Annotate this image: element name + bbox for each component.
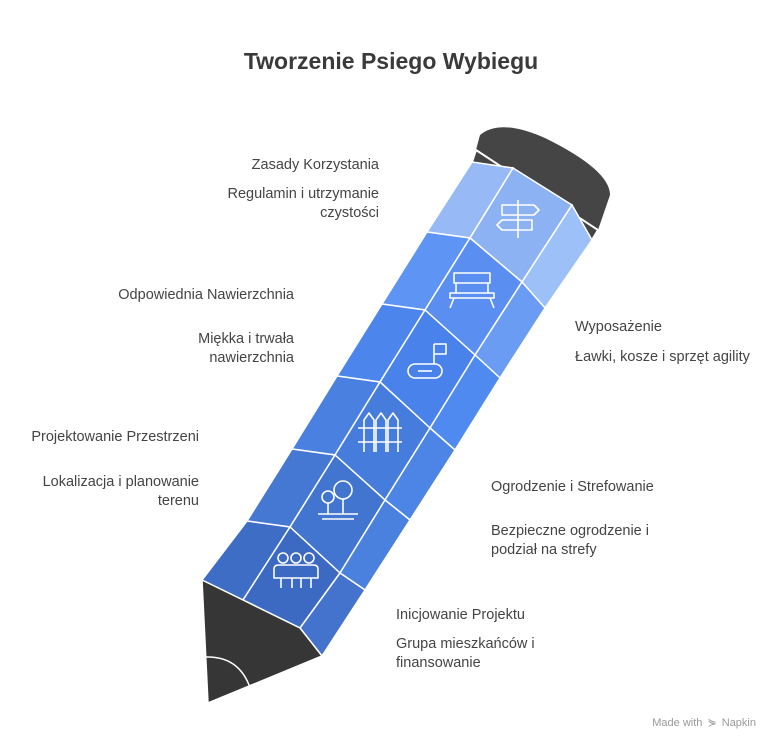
trees-icon (318, 480, 358, 520)
made-with-napkin-footer[interactable]: Made with ⋟ Napkin (652, 716, 756, 729)
fence-icon (358, 412, 402, 452)
footer-prefix: Made with (652, 717, 703, 729)
step-5-heading: Projektowanie Przestrzeni (31, 429, 199, 445)
pencil-eraser (476, 127, 610, 230)
people-group-icon (273, 552, 319, 588)
step-1-heading: Zasady Korzystania (251, 157, 379, 173)
pencil-tip (201, 578, 324, 705)
diagram-title: Tworzenie Psiego Wybiegu (243, 48, 539, 74)
step-3-heading: Odpowiednia Nawierzchnia (118, 287, 294, 303)
step-2-description: Ławki, kosze i sprzęt agility (575, 349, 750, 365)
bench-icon (449, 272, 495, 309)
step-3-description: Miękka i trwała nawierzchnia (198, 331, 294, 366)
step-1-description: Regulamin i utrzymanie czystości (227, 186, 379, 221)
step-6-heading: Inicjowanie Projektu (396, 607, 525, 623)
step-4-heading: Ogrodzenie i Strefowanie (491, 479, 654, 495)
pencil-tip-arc (205, 656, 253, 695)
step-5-description: Lokalizacja i planowanie terenu (42, 474, 199, 509)
footer-brand: Napkin (721, 717, 756, 729)
signpost-icon (496, 200, 540, 238)
napkin-logo-icon: ⋟ (707, 717, 717, 729)
playground-icon (407, 343, 447, 379)
step-2-heading: Wyposażenie (575, 319, 662, 335)
step-4-description: Bezpieczne ogrodzenie i podział na stref… (491, 523, 649, 558)
step-6-description: Grupa mieszkańców i finansowanie (396, 636, 535, 671)
